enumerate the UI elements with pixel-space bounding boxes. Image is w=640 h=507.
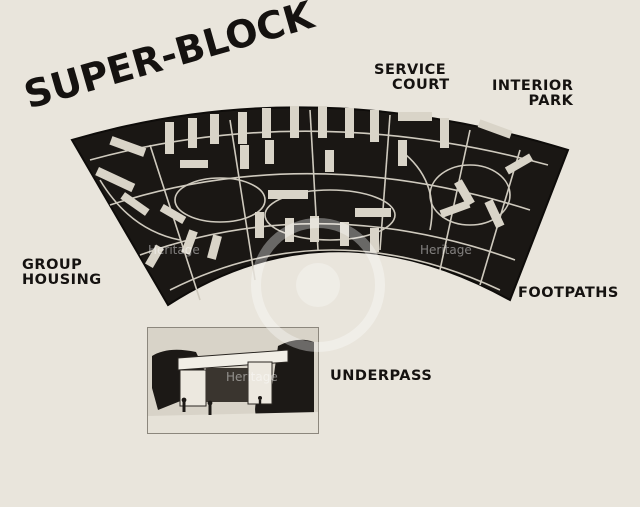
label-interior-park: INTERIOR PARK [492, 78, 574, 110]
underpass-inset [147, 327, 319, 434]
building-blocks [95, 106, 534, 269]
label-service-court-line2: COURT [392, 77, 450, 94]
label-group-housing-line2: HOUSING [22, 272, 102, 289]
label-footpaths: FOOTPATHS [518, 285, 619, 301]
label-interior-park-line2: PARK [528, 93, 574, 110]
underpass-illustration [148, 328, 318, 433]
label-interior-park-line1: INTERIOR [492, 78, 574, 94]
label-service-court: SERVICE COURT [374, 62, 450, 94]
pedestrians [181, 396, 262, 415]
label-service-court-line1: SERVICE [374, 62, 447, 78]
ground [148, 412, 318, 433]
underpass-opening [206, 368, 248, 402]
plan-outline [70, 106, 570, 307]
label-underpass: UNDERPASS [330, 368, 433, 384]
label-group-housing: GROUP HOUSING [22, 257, 102, 289]
label-group-housing-line1: GROUP [22, 257, 83, 273]
footpath-network [89, 109, 549, 301]
bridge-deck [177, 349, 289, 371]
